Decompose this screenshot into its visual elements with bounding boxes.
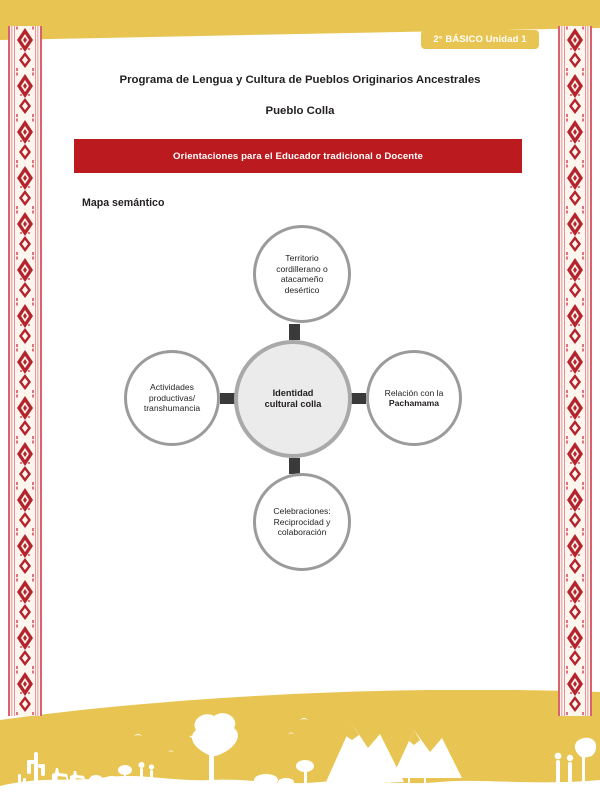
node-top-line2: cordillerano o xyxy=(276,263,328,274)
unit-badge: 2° BÁSICO Unidad 1 xyxy=(421,30,539,49)
map-node-actividades: Actividades productivas/ transhumancia xyxy=(124,350,220,447)
map-node-pachamama: Relación con la Pachamama xyxy=(366,350,462,447)
page-title: Programa de Lengua y Cultura de Pueblos … xyxy=(119,74,481,86)
node-top-line4: desértico xyxy=(284,284,320,295)
node-top-line1: Territorio xyxy=(285,253,319,264)
connector-top xyxy=(289,324,300,341)
node-right-line1: Relación con la xyxy=(384,387,444,398)
node-bottom-line2: Reciprocidad y xyxy=(273,516,331,527)
node-bottom-line3: colaboración xyxy=(277,527,327,538)
section-title: Mapa semántico xyxy=(82,197,165,210)
connector-left xyxy=(220,393,235,405)
connector-bottom xyxy=(289,458,300,475)
node-top-line3: atacameño xyxy=(280,274,324,285)
node-left-line3: transhumancia xyxy=(143,403,201,414)
woven-border-right xyxy=(558,26,592,716)
main-content: Programa de Lengua y Cultura de Pueblos … xyxy=(48,60,552,623)
node-left-line2: productivas/ xyxy=(148,392,196,403)
node-center-line2: cultural colla xyxy=(264,399,322,410)
map-node-territorio: Territorio cordillerano o atacameño desé… xyxy=(253,225,351,324)
node-center-line1: Identidad xyxy=(272,387,314,398)
node-bottom-line1: Celebraciones: xyxy=(273,506,331,517)
woven-border-left xyxy=(8,26,42,716)
node-right-line2: Pachamama xyxy=(388,398,440,409)
bottom-landscape-illustration xyxy=(0,690,600,800)
semantic-map-diagram: Territorio cordillerano o atacameño desé… xyxy=(48,223,552,623)
map-node-celebraciones: Celebraciones: Reciprocidad y colaboraci… xyxy=(253,473,351,572)
badge-stem xyxy=(493,22,507,32)
orientation-banner: Orientaciones para el Educador tradicion… xyxy=(74,139,522,174)
map-node-identidad-central: Identidad cultural colla xyxy=(234,340,352,459)
page-subtitle: Pueblo Colla xyxy=(265,105,335,118)
connector-right xyxy=(351,393,366,405)
orientation-banner-label: Orientaciones para el Educador tradicion… xyxy=(173,150,423,162)
node-left-line1: Actividades xyxy=(150,382,194,393)
